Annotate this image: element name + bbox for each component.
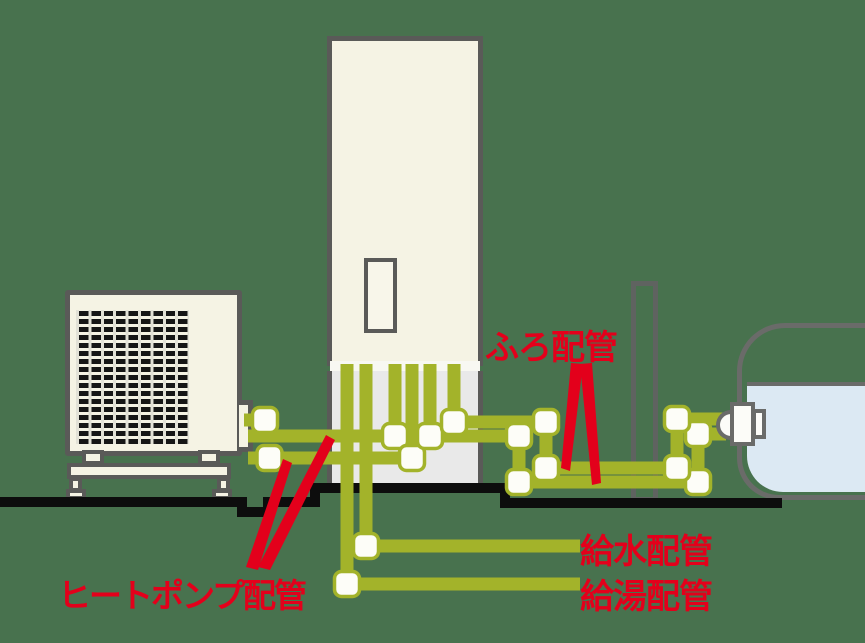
tank-bottom-strip: [330, 361, 480, 372]
pipe-elbow: [332, 569, 362, 599]
heat-pump-grille: [76, 310, 189, 444]
ground-line: [0, 483, 782, 517]
hot-water-piping-label: 給湯配管: [580, 577, 713, 617]
pipe-elbow: [380, 421, 410, 451]
pipe-elbow: [662, 404, 692, 434]
pipe-elbow: [504, 467, 534, 497]
pipe-elbow: [683, 467, 713, 497]
bath-adapter-tab: [752, 409, 766, 439]
furo-arrow-right: [580, 363, 601, 485]
tank-control-panel: [364, 258, 397, 333]
pipe-elbow: [531, 453, 561, 483]
pipe-elbow: [683, 419, 713, 449]
pipe-elbow: [439, 407, 469, 437]
pipe-elbow: [662, 453, 692, 483]
heat-pump-arrow-right: [258, 435, 335, 570]
pipe-elbow: [255, 443, 284, 473]
storage-tank-unit: [327, 36, 483, 366]
bathtub-water: [747, 382, 865, 492]
heat-pump-piping-label: ヒートポンプ配管: [58, 576, 307, 615]
furo-arrow-left: [561, 363, 583, 471]
water-supply-piping-label: 給水配管: [580, 532, 713, 572]
bath-piping-label: ふろ配管: [485, 328, 618, 368]
pipe-elbow: [397, 443, 427, 473]
pipe-elbow: [531, 407, 561, 437]
heat-pump-arrow-left: [246, 459, 292, 570]
heat-pump-stand-bar: [67, 463, 231, 479]
pipe-elbow: [504, 421, 534, 451]
pipe-elbow: [415, 421, 445, 451]
pipe-elbow: [250, 405, 280, 435]
pipe-elbow: [351, 531, 381, 561]
